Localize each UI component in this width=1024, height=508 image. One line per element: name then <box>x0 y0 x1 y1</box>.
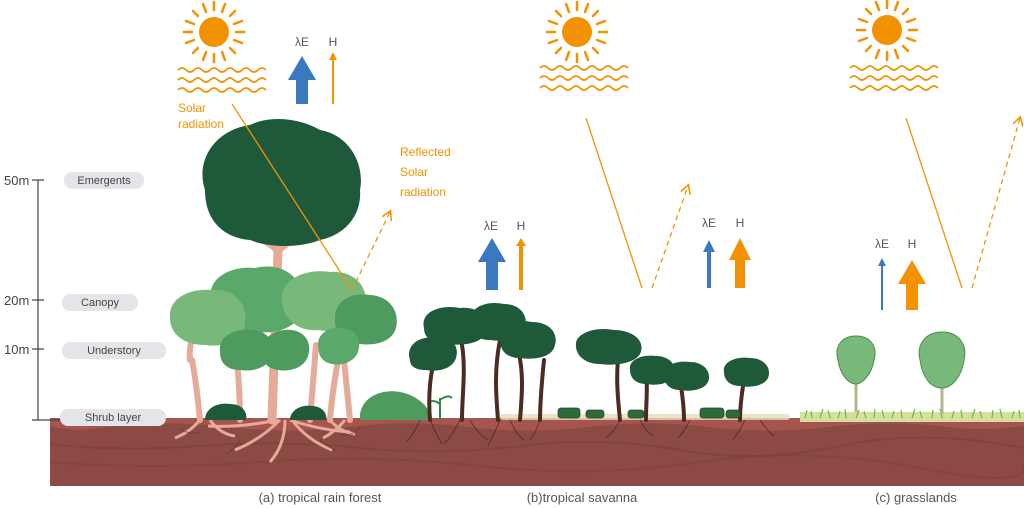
heat-wave-icon <box>849 65 939 91</box>
solar-radiation-label-line2: radiation <box>178 117 224 131</box>
grass-blades <box>804 408 1021 419</box>
sun-icon <box>545 0 609 64</box>
latent-heat-arrow <box>703 240 715 288</box>
rainforest <box>169 118 453 463</box>
understory-crown <box>262 329 310 371</box>
reflected-radiation-arrow <box>971 118 1020 289</box>
reflected-label-line3: radiation <box>400 185 446 199</box>
sun-icon <box>182 0 246 64</box>
sensible-heat-arrow <box>898 260 926 310</box>
height-label-20m: 20m <box>4 293 29 308</box>
heat-wave-icon <box>177 67 267 93</box>
height-label-10m: 10m <box>4 342 29 357</box>
grassland-tree-crown <box>918 331 966 389</box>
layer-understory: Understory <box>87 345 141 357</box>
savanna-crown <box>499 320 556 359</box>
ground <box>49 408 1024 486</box>
canopy-crown <box>169 289 246 346</box>
layer-labels: Emergents Canopy Understory Shrub layer <box>60 172 166 426</box>
sensible-heat-label-rainforest: H <box>329 35 338 49</box>
height-label-50m: 50m <box>4 173 29 188</box>
latent-heat-arrow <box>288 56 316 104</box>
sensible-heat-arrow <box>329 52 337 104</box>
savanna-crown <box>663 361 710 391</box>
savanna-crown <box>629 355 676 385</box>
reflected-label-line2: Solar <box>400 165 428 179</box>
layer-box-canopy <box>62 294 138 311</box>
savanna-crown <box>723 357 770 387</box>
latent-heat-arrow <box>478 238 506 290</box>
understory-crown <box>318 327 360 365</box>
rainforest-roots <box>174 418 356 463</box>
sun-icon <box>855 0 919 62</box>
layer-box-shrub <box>60 409 166 426</box>
caption-savanna: (b)tropical savanna <box>527 490 638 505</box>
layer-box-emergents <box>64 172 144 189</box>
incoming-radiation-arrow <box>905 117 963 289</box>
solar-radiation-label-line1: Solar <box>178 101 206 115</box>
reflected-radiation-arrow <box>351 212 390 291</box>
grasslands <box>836 331 966 414</box>
incoming-radiation-arrow <box>585 117 643 289</box>
heat-wave-icon <box>539 65 629 91</box>
latent-heat-arrow <box>878 258 886 310</box>
layer-canopy: Canopy <box>81 297 119 309</box>
latent-heat-label-grasslands: λE <box>875 237 889 251</box>
layer-emergents: Emergents <box>77 175 131 187</box>
savanna-grass-tufts <box>557 407 741 419</box>
sensible-heat-label-savanna: H <box>517 219 526 233</box>
caption-grasslands: (c) grasslands <box>875 490 957 505</box>
shrub <box>290 405 327 420</box>
sensible-heat-label-savanna-2: H <box>736 216 745 230</box>
latent-heat-label-savanna-2: λE <box>702 216 716 230</box>
shrub <box>205 403 247 420</box>
sensible-heat-arrow <box>729 238 751 288</box>
grassland-tree-crown <box>836 335 876 385</box>
caption-rainforest: (a) tropical rain forest <box>259 490 382 505</box>
layer-shrub: Shrub layer <box>85 412 142 424</box>
sensible-heat-label-grasslands: H <box>908 237 917 251</box>
shrub <box>359 391 431 420</box>
incoming-radiation-arrow <box>231 103 353 291</box>
height-axis: 50m 20m 10m <box>4 173 120 421</box>
latent-heat-label-rainforest: λE <box>295 35 309 49</box>
savanna-crown <box>575 328 642 365</box>
latent-heat-label-savanna: λE <box>484 219 498 233</box>
reflected-label-line1: Reflected <box>400 145 451 159</box>
savanna-roots <box>405 419 775 447</box>
layer-box-understory <box>62 342 166 359</box>
reflected-radiation-arrow <box>651 186 688 289</box>
understory-crown <box>219 329 274 371</box>
savanna <box>405 302 775 447</box>
emergent-crown <box>202 118 361 246</box>
savanna-crown <box>409 337 457 371</box>
sensible-heat-arrow <box>516 238 526 290</box>
